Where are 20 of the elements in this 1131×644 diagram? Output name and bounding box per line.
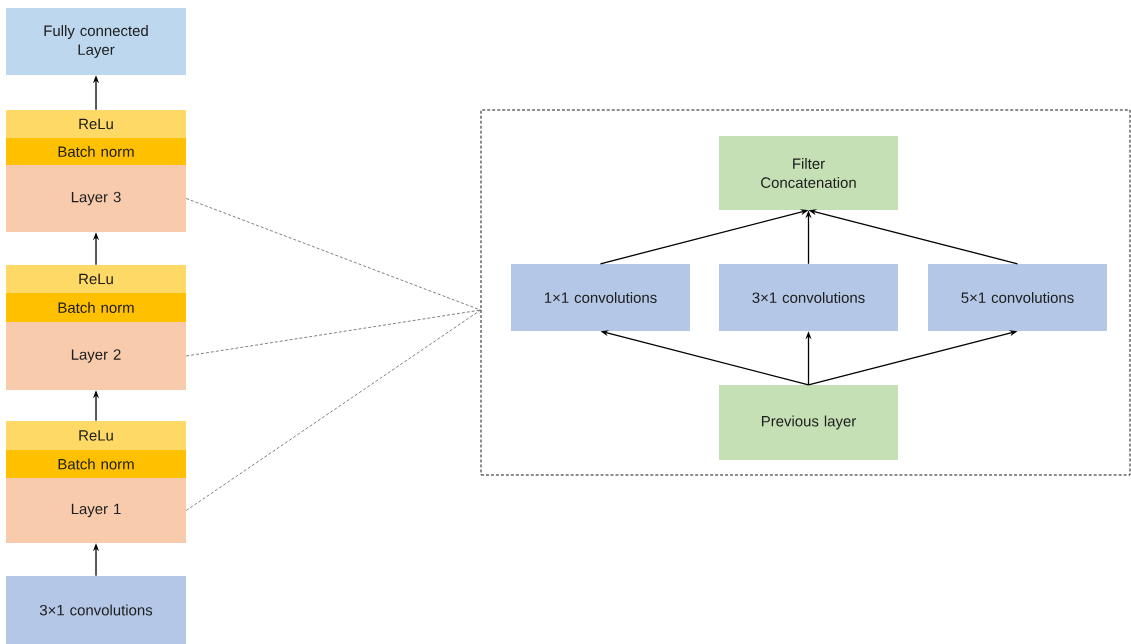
layer-box: Layer 3 <box>6 165 186 232</box>
dashed-frame <box>480 109 1131 476</box>
layer-box: Layer 2 <box>6 322 186 390</box>
activation-band: ReLu <box>6 265 186 293</box>
layer-box: Fully connected Layer <box>6 8 186 75</box>
input-box: Previous layer <box>719 385 898 460</box>
norm-band: Batch norm <box>6 138 186 165</box>
conv-box: 3×1 convolutions <box>6 576 186 644</box>
conv-box: 1×1 convolutions <box>511 264 690 331</box>
conv-box: 5×1 convolutions <box>928 264 1107 331</box>
activation-band: ReLu <box>6 110 186 138</box>
concat-box: Filter Concatenation <box>719 136 898 210</box>
conv-box: 3×1 convolutions <box>719 264 898 331</box>
leader-line <box>185 309 481 357</box>
layer-box: Layer 1 <box>6 478 186 543</box>
leader-line <box>185 309 481 511</box>
norm-band: Batch norm <box>6 293 186 322</box>
leader-line <box>185 198 481 311</box>
norm-band: Batch norm <box>6 450 186 478</box>
activation-band: ReLu <box>6 421 186 450</box>
